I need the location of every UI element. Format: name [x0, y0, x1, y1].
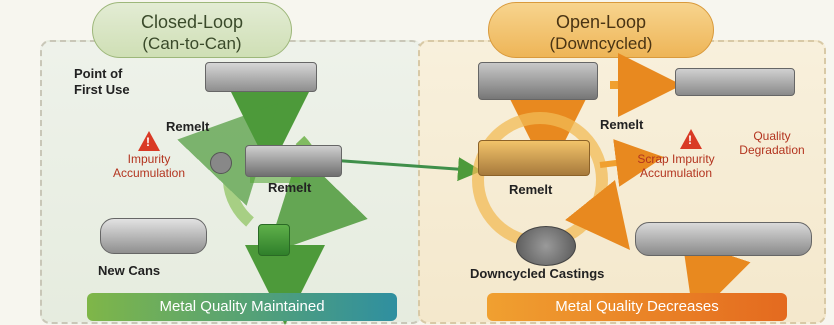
open-loop-subtitle: (Downcycled) — [549, 34, 653, 53]
scrap-engine-parts-icon — [478, 62, 598, 100]
remelt-machine-icon — [245, 145, 342, 177]
closed-warning-icon: ! — [138, 131, 160, 151]
open-remelt-furnace-icon — [478, 140, 590, 176]
open-loop-title: Open-Loop — [555, 12, 647, 32]
recycling-bin-icon — [258, 224, 290, 256]
scrap-impurity-label: Scrap Impurity Accumulation — [637, 152, 715, 180]
closed-remelt-top-label: Remelt — [166, 119, 210, 134]
arrow-to-impurity — [599, 139, 664, 187]
closed-loop-title: Closed-Loop — [140, 12, 244, 32]
arrow-cycle-down — [565, 180, 630, 250]
open-cycle-ring — [472, 112, 608, 248]
connector-closed-to-open — [329, 157, 482, 182]
wheel-casting-icon — [516, 226, 576, 266]
quality-degradation-label: Quality Degradation — [739, 129, 805, 157]
closed-remelt-center-label: Remelt — [268, 180, 312, 195]
open-warning-icon: ! — [680, 129, 702, 149]
arrow-cycle-left — [177, 103, 279, 227]
open-remelt-top-label: Remelt — [600, 117, 644, 132]
open-loop-header: Open-Loop (Downcycled) — [488, 2, 714, 58]
closed-impurity-label: Impurity Accumulation — [112, 152, 186, 180]
open-remelt-center-label: Remelt — [509, 182, 553, 197]
new-cans-pile-icon — [100, 218, 207, 254]
new-cans-label: New Cans — [98, 263, 161, 278]
closed-loop-subtitle: (Can-to-Can) — [142, 34, 242, 53]
cast-parts-icon — [635, 222, 812, 256]
sheet-metal-stack-icon — [205, 62, 317, 92]
closed-loop-footer: Metal Quality Maintained — [87, 293, 397, 321]
closed-loop-header: Closed-Loop (Can-to-Can) — [92, 2, 292, 58]
downcycled-castings-label: Downcycled Castings — [470, 266, 605, 281]
open-loop-footer: Metal Quality Decreases — [487, 293, 787, 321]
point-of-first-use-label: Point of First Use — [74, 66, 130, 97]
scrap-pieces-icon — [675, 68, 795, 96]
can-roll-icon — [210, 152, 232, 174]
